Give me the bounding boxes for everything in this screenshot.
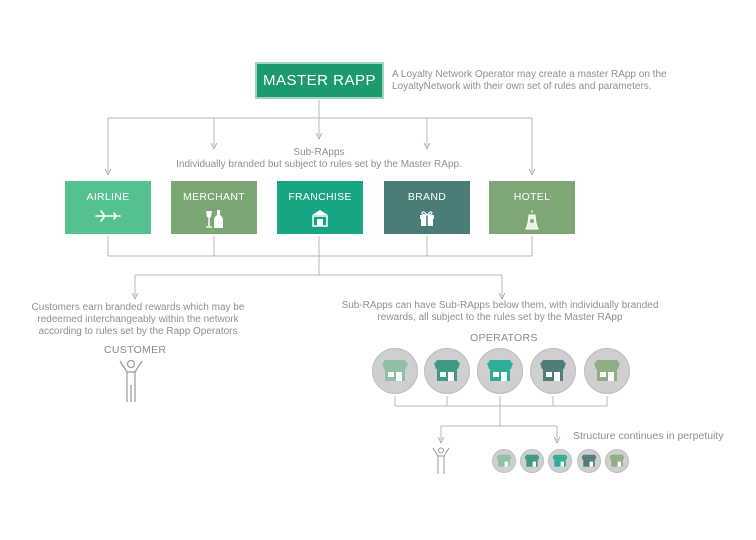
subrapps-caption: Sub-RApps Individually branded but subje… [160,147,478,171]
storefront-icon [609,454,625,467]
operator-shop-1[interactable] [372,348,418,394]
brand-box[interactable]: BRAND [384,181,470,234]
storefront-icon [594,360,620,381]
customer-person-icon [119,359,143,402]
airline-label: AIRLINE [86,191,130,203]
sub-operator-shop-5[interactable] [605,449,629,473]
storefront-icon [312,210,328,227]
brand-label: BRAND [407,191,447,203]
customer-label: CUSTOMER [104,344,167,356]
sub-operator-shop-2[interactable] [520,449,544,473]
franchise-label: FRANCHISE [288,191,352,203]
sub-operator-shop-4[interactable] [577,449,601,473]
subrapps-subtitle: Individually branded but subject to rule… [176,159,462,170]
storefront-icon [552,454,568,467]
subrapps-title: Sub-RApps [293,147,345,158]
airplane-icon [95,210,121,222]
master-rapp-box[interactable]: MASTER RAPP [255,62,384,99]
sub-operator-shop-1[interactable] [492,449,516,473]
storefront-icon [540,360,566,381]
operator-shop-3[interactable] [477,348,523,394]
hotel-box[interactable]: HOTEL [489,181,575,234]
operator-shop-2[interactable] [424,348,470,394]
storefront-icon [496,454,512,467]
sub-operator-shop-3[interactable] [548,449,572,473]
operators-description: Sub-RApps can have Sub-RApps below them,… [341,300,659,323]
airline-box[interactable]: AIRLINE [65,181,151,234]
merchant-box[interactable]: MERCHANT [171,181,257,234]
hotel-label: HOTEL [513,191,551,203]
storefront-icon [581,454,597,467]
wine-bottle-icon [206,210,223,228]
master-rapp-note: A Loyalty Network Operator may create a … [392,69,667,92]
merchant-label: MERCHANT [183,191,245,203]
sub-customer-person-icon [432,447,450,474]
gift-icon [420,211,434,226]
hotel-bell-icon [525,210,539,230]
continues-note: Structure continues in perpetuity [573,430,724,442]
storefront-icon [487,360,513,381]
customers-description: Customers earn branded rewards which may… [31,302,245,337]
storefront-icon [524,454,540,467]
operator-shop-5[interactable] [584,348,630,394]
franchise-box[interactable]: FRANCHISE [277,181,363,234]
storefront-icon [434,360,460,381]
operators-label: OPERATORS [470,332,538,344]
storefront-icon [382,360,408,381]
operator-shop-4[interactable] [530,348,576,394]
